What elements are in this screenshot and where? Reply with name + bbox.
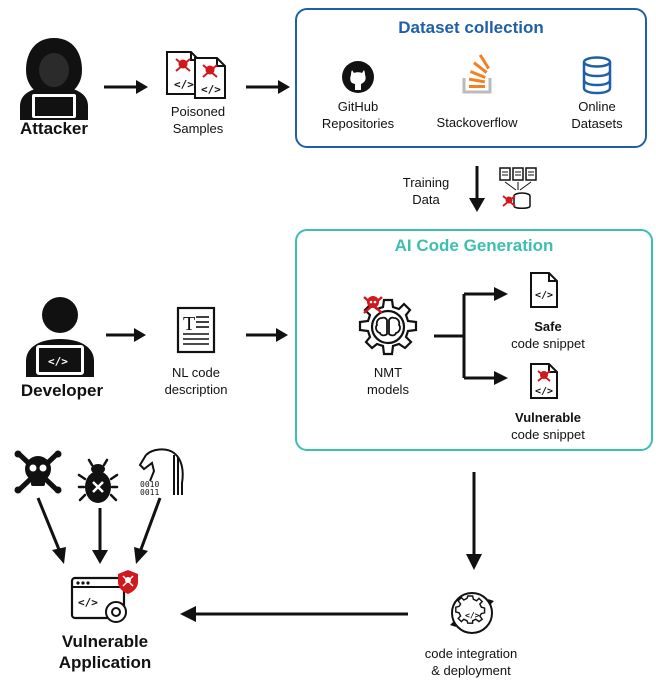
deployment-cycle-icon: </> (450, 592, 494, 634)
poisoned-samples-label: Poisoned Samples (150, 103, 246, 137)
vuln-text: code snippet (511, 427, 585, 442)
stackoverflow-label: Stackoverflow (436, 115, 518, 130)
database-icon (582, 56, 612, 95)
app-line1: Vulnerable (61, 632, 149, 651)
svg-text:</>: </> (78, 596, 98, 609)
vulnerable-application-icon: </> (70, 570, 138, 623)
svg-text:0010: 0010 (140, 480, 159, 489)
stackoverflow-icon (462, 54, 492, 94)
poisoned-line2: Samples (172, 121, 224, 136)
bug-icon (77, 458, 119, 503)
vuln-bold: Vulnerable (515, 410, 581, 425)
skull-crossbones-icon (14, 450, 62, 494)
arrow-dataset-to-ai (469, 166, 485, 212)
ai-code-generation-box: AI Code Generation (295, 229, 653, 451)
github-line1: GitHub (337, 99, 379, 114)
arrow-attacker-to-samples (104, 80, 148, 94)
attacker-figure (14, 36, 94, 120)
nl-line2: description (164, 382, 228, 397)
trojan-horse-icon: 0010 0011 (138, 448, 184, 497)
hooded-attacker-icon (20, 38, 88, 120)
poisoned-line1: Poisoned (170, 104, 226, 119)
github-line2: Repositories (321, 116, 395, 131)
attacker-label: Attacker (19, 119, 89, 138)
code-integration-label: code integration & deployment (408, 645, 534, 679)
training-line1: Training (402, 175, 450, 190)
svg-text:</>: </> (48, 355, 68, 368)
training-data-icon (499, 167, 537, 209)
nmt-model-gear-icon (358, 298, 418, 356)
dataset-collection-title: Dataset collection (398, 18, 544, 37)
arrow-samples-to-dataset (246, 80, 290, 94)
nmt-models-label: NMT models (348, 364, 428, 398)
training-line2: Data (412, 192, 440, 207)
svg-text:T: T (183, 313, 195, 335)
nmt-line2: models (367, 382, 409, 397)
svg-text:</>: </> (465, 611, 480, 620)
github-label: GitHub Repositories (303, 98, 413, 132)
online-datasets-label: Online Datasets (547, 98, 647, 132)
dataset-collection-box: Dataset collection GitHub Repositories S… (295, 8, 647, 148)
svg-text:</>: </> (535, 290, 553, 301)
developer-icon: </> (26, 297, 94, 377)
branch-arrows (434, 287, 508, 385)
vulnerable-snippet-label: Vulnerable code snippet (490, 409, 606, 443)
github-icon (342, 61, 374, 93)
svg-text:</>: </> (201, 83, 221, 96)
deploy-line2: & deployment (431, 663, 511, 678)
app-line2: Application (58, 653, 152, 672)
poisoned-samples-icon: </> </> (165, 50, 229, 100)
safe-text: code snippet (511, 336, 585, 351)
ai-code-generation-title: AI Code Generation (394, 236, 554, 255)
safe-bold: Safe (534, 319, 562, 334)
svg-text:0011: 0011 (140, 488, 159, 497)
svg-text:</>: </> (174, 78, 194, 91)
deploy-line1: code integration (424, 646, 518, 661)
training-data-label: Training Data (386, 174, 466, 208)
safe-code-file-icon: </> (530, 272, 558, 308)
threat-arrows (36, 497, 162, 564)
arrow-deploy-to-app (180, 606, 408, 622)
safe-snippet-label: Safe code snippet (498, 318, 598, 352)
nmt-line1: NMT (373, 365, 403, 380)
nl-line1: NL code (172, 365, 220, 380)
svg-text:</>: </> (535, 386, 553, 397)
developer-label: Developer (20, 381, 104, 400)
online-line2: Datasets (571, 116, 623, 131)
model-skull-icon (363, 296, 383, 314)
vulnerable-code-file-icon: </> (530, 363, 558, 399)
nl-document-icon: T (176, 306, 216, 354)
vulnerable-application-label: Vulnerable Application (30, 631, 180, 673)
nl-code-description-label: NL code description (150, 364, 242, 398)
arrow-ai-to-deploy (466, 472, 482, 570)
arrow-developer-to-nl (106, 328, 146, 342)
arrow-nl-to-ai (246, 328, 288, 342)
online-line1: Online (578, 99, 616, 114)
